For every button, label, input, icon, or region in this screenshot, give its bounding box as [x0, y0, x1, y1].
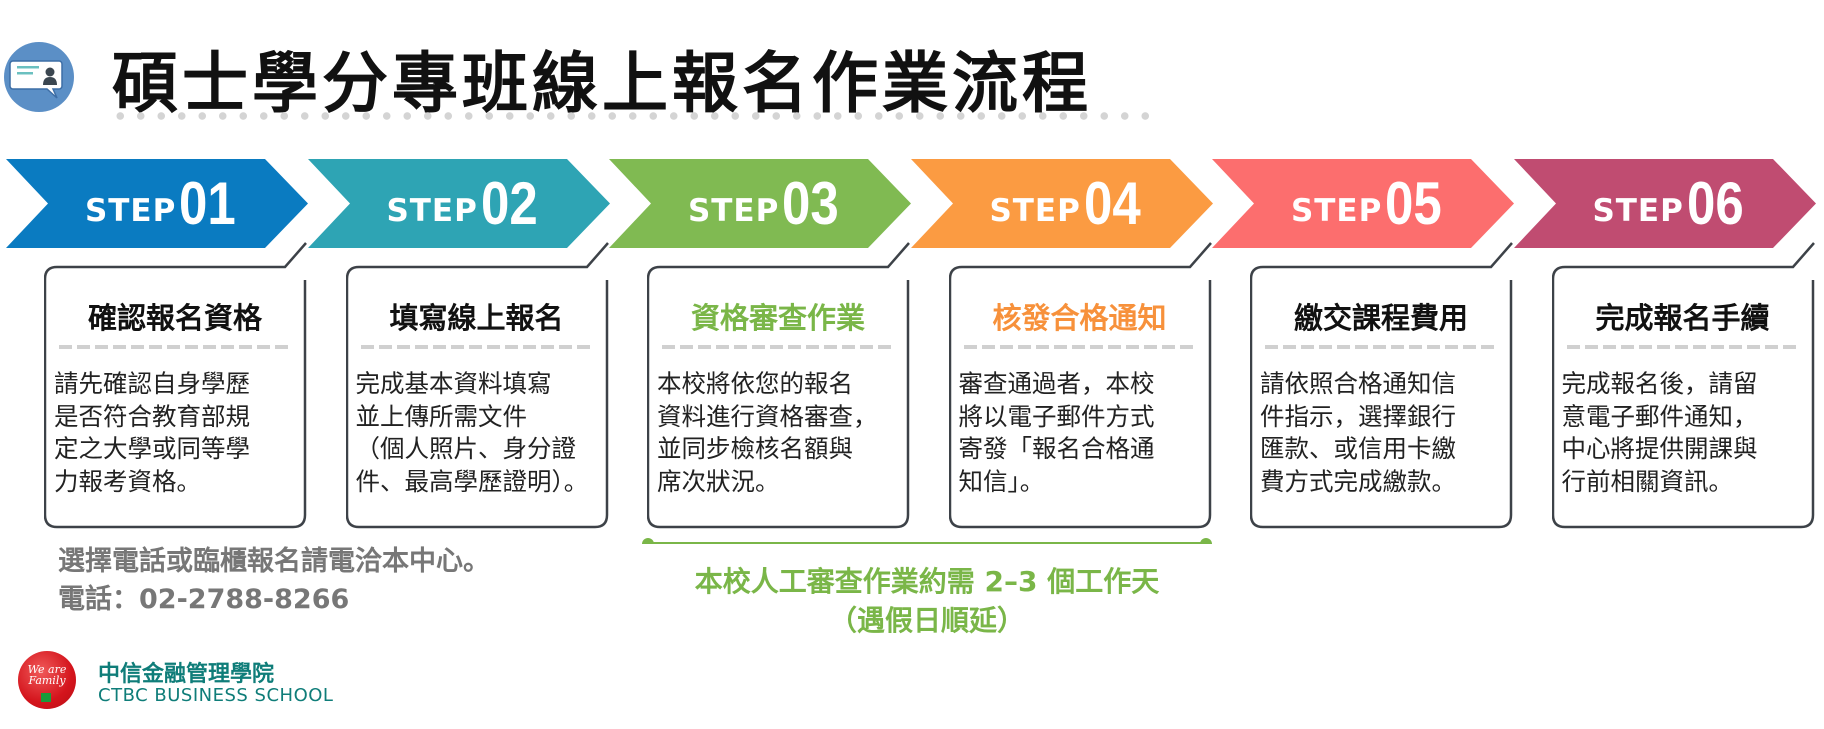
- description-line: 是否符合教育部規: [54, 401, 250, 431]
- step-number: 04: [1083, 170, 1141, 237]
- step-description: 審查通過者，本校將以電子郵件方式寄發「報名合格通知信」。: [959, 368, 1209, 498]
- step-description: 請依照合格通知信件指示，選擇銀行匯款、或信用卡繳費方式完成繳款。: [1260, 368, 1510, 498]
- contact-line: 選擇電話或臨櫃報名請電洽本中心。: [58, 546, 490, 577]
- dashed-divider: [59, 345, 291, 349]
- step-word: STEP: [989, 192, 1081, 229]
- dashed-divider: [662, 345, 894, 349]
- review-note-line: 本校人工審查作業約需 2–3 個工作天: [694, 565, 1160, 598]
- chat-profile-icon: [4, 42, 74, 112]
- review-period-line: [642, 538, 1212, 544]
- step-description: 完成基本資料填寫並上傳所需文件（個人照片、身分證件、最高學歷證明）。: [356, 368, 606, 498]
- step-6-card: 完成報名手續 完成報名後，請留意電子郵件通知，中心將提供開課與行前相關資訊。: [1551, 240, 1824, 530]
- description-line: 並上傳所需文件: [355, 401, 528, 431]
- description-line: 完成報名後，請留: [1561, 369, 1758, 398]
- review-note-holiday: （遇假日順延）: [828, 604, 1025, 637]
- logo-name-cn: 中信金融管理學院: [98, 662, 275, 687]
- ctbc-logo-badge: We are Family: [18, 651, 76, 709]
- contact-note: 選擇電話或臨櫃報名請電洽本中心。 電話：02-2788-8266: [58, 543, 490, 619]
- logo-mark-icon: [41, 693, 51, 702]
- description-line: 席次狀況。: [657, 466, 780, 496]
- step-2-card: 填寫線上報名 完成基本資料填寫並上傳所需文件（個人照片、身分證件、最高學歷證明）…: [345, 240, 618, 530]
- step-title: 核發合格通知: [992, 301, 1167, 335]
- page-title: 碩士學分專班線上報名作業流程: [112, 45, 1092, 122]
- description-line: 意電子郵件通知，: [1561, 401, 1758, 431]
- dashed-divider: [1566, 345, 1799, 349]
- step-title: 繳交課程費用: [1293, 301, 1468, 335]
- contact-phone: 電話：02-2788-8266: [58, 584, 350, 615]
- description-line: 請依照合格通知信: [1260, 369, 1456, 398]
- description-line: 定之大學或同等學: [54, 434, 250, 464]
- step-description: 請先確認自身學歷是否符合教育部規定之大學或同等學力報考資格。: [54, 368, 304, 498]
- description-line: 行前相關資訊。: [1561, 466, 1734, 496]
- description-line: 費方式完成繳款。: [1260, 466, 1456, 496]
- step-5-card: 繳交課程費用 請依照合格通知信件指示，選擇銀行匯款、或信用卡繳費方式完成繳款。: [1250, 240, 1522, 530]
- description-line: 中心將提供開課與: [1561, 434, 1758, 464]
- step-word: STEP: [84, 192, 177, 229]
- description-line: 匯款、或信用卡繳: [1260, 434, 1456, 464]
- logo-badge-text: We are Family: [27, 663, 67, 687]
- step-word: STEP: [1290, 192, 1383, 229]
- description-line: 力報考資格。: [54, 466, 201, 496]
- description-line: 知信」。: [958, 466, 1045, 496]
- step-description: 完成報名後，請留意電子郵件通知，中心將提供開課與行前相關資訊。: [1562, 368, 1812, 498]
- step-title: 完成報名手續: [1595, 301, 1770, 335]
- step-number: 05: [1385, 170, 1443, 237]
- description-line: （個人照片、身分證: [355, 434, 577, 464]
- step-title: 資格審查作業: [690, 301, 865, 335]
- step-word: STEP: [1592, 192, 1684, 229]
- step-1-card: 確認報名資格 請先確認自身學歷是否符合教育部規定之大學或同等學力報考資格。: [44, 240, 316, 530]
- review-note: 本校人工審查作業約需 2–3 個工作天 （遇假日順延）: [640, 562, 1214, 640]
- description-line: 寄發「報名合格通: [958, 434, 1155, 464]
- description-line: 審查通過者，本校: [958, 369, 1155, 398]
- step-description: 本校將依您的報名資料進行資格審查，並同步檢核名額與席次狀況。: [657, 368, 907, 498]
- step-number: 03: [782, 170, 840, 237]
- description-line: 並同步檢核名額與: [657, 434, 853, 464]
- step-number: 01: [179, 170, 237, 237]
- step-word: STEP: [687, 192, 780, 229]
- step-number: 02: [480, 170, 538, 237]
- step-3-card: 資格審查作業 本校將依您的報名資料進行資格審查，並同步檢核名額與席次狀況。: [647, 240, 919, 530]
- dashed-divider: [1265, 345, 1497, 349]
- step-number: 06: [1686, 170, 1744, 237]
- description-line: 將以電子郵件方式: [958, 401, 1155, 431]
- dashed-divider: [360, 345, 593, 349]
- dotted-divider: [110, 112, 1155, 120]
- dashed-divider: [963, 345, 1196, 349]
- step-title: 填寫線上報名: [389, 301, 564, 335]
- step-title: 確認報名資格: [87, 301, 262, 335]
- description-line: 資料進行資格審查，: [657, 401, 878, 431]
- description-line: 請先確認自身學歷: [54, 369, 250, 398]
- step-word: STEP: [386, 192, 478, 229]
- logo-name-en: CTBC BUSINESS SCHOOL: [98, 685, 334, 706]
- step-4-card: 核發合格通知 審查通過者，本校將以電子郵件方式寄發「報名合格通知信」。: [948, 240, 1221, 530]
- description-line: 本校將依您的報名: [657, 369, 853, 398]
- description-line: 件、最高學歷證明）。: [355, 466, 589, 496]
- description-line: 完成基本資料填寫: [355, 369, 552, 398]
- description-line: 件指示，選擇銀行: [1260, 401, 1456, 431]
